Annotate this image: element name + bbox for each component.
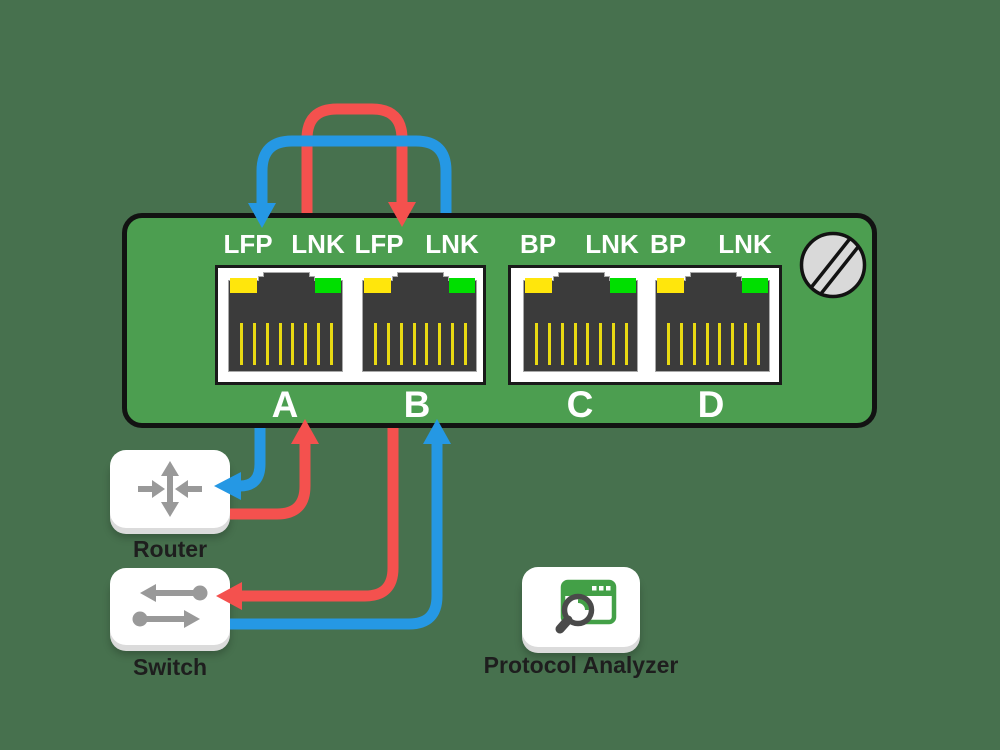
arrow-red-top-loop	[301, 103, 416, 227]
port-group-ab	[215, 265, 486, 385]
arrow-blue-switch-to-b	[230, 419, 451, 630]
arrow-red-router-to-a	[230, 419, 319, 520]
led-label-a-lfp: LFP	[223, 229, 273, 259]
arrow-red-b-to-switch	[216, 428, 399, 610]
port-a-jack[interactable]	[228, 272, 343, 372]
port-letter-b: B	[403, 384, 431, 425]
screw-slot	[804, 235, 863, 295]
led-label-d-lnk: LNK	[718, 229, 772, 259]
magnifier-handle	[555, 615, 573, 634]
magnifier-arc	[577, 599, 589, 611]
port-letter-a: A	[271, 384, 299, 425]
port-b-jack[interactable]	[362, 272, 477, 372]
analyzer-label: Protocol Analyzer	[483, 652, 679, 678]
led-label-d-bp: BP	[649, 229, 687, 259]
led-label-c-bp: BP	[519, 229, 557, 259]
analyzer-node[interactable]	[522, 567, 640, 647]
titlebar-dots	[592, 586, 611, 591]
switch-label: Switch	[132, 654, 208, 680]
analyzer-icon	[555, 579, 617, 634]
port-d-jack[interactable]	[655, 272, 770, 372]
browser-titlebar	[563, 582, 614, 596]
switch-icon	[132, 584, 208, 628]
port-letter-c: C	[566, 384, 594, 425]
port-group-cd	[508, 265, 782, 385]
router-label: Router	[132, 536, 208, 562]
led-label-b-lnk: LNK	[425, 229, 479, 259]
switch-node[interactable]	[110, 568, 230, 645]
router-icon	[138, 461, 202, 517]
port-c-jack[interactable]	[523, 272, 638, 372]
led-label-a-lnk: LNK	[291, 229, 345, 259]
router-node[interactable]	[110, 450, 230, 528]
led-label-c-lnk: LNK	[585, 229, 639, 259]
port-letter-d: D	[697, 384, 725, 425]
screw-icon	[799, 231, 867, 299]
led-label-b-lfp: LFP	[354, 229, 404, 259]
